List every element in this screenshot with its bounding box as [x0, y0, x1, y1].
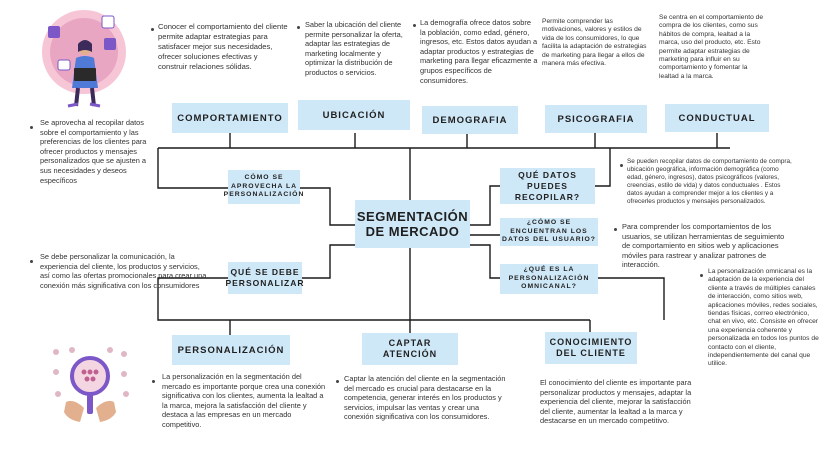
captar-atencion-box: CAPTAR ATENCIÓN: [362, 333, 458, 365]
que-datos-text: Se pueden recopilar datos de comportamie…: [627, 158, 792, 205]
personalizacion-box: PERSONALIZACIÓN: [172, 335, 290, 365]
ubicacion-text: Saber la ubicación del cliente permite p…: [305, 20, 403, 77]
comportamiento-box: COMPORTAMIENTO: [172, 103, 288, 133]
conductual-box: CONDUCTUAL: [665, 104, 769, 132]
ubicacion-box: UBICACIÓN: [298, 100, 410, 130]
como-aprovecha-box: CÓMO SE APROVECHA LA PERSONALIZACIÓN: [224, 170, 303, 204]
como-encuentran-text: Para comprender los comportamientos de l…: [622, 222, 785, 270]
psicografia-text: Permite comprender las motivaciones, val…: [542, 18, 647, 68]
page-title: SEGMENTACIÓN DE MERCADO: [355, 200, 470, 248]
bullet: [700, 274, 703, 277]
bullet: [620, 164, 623, 167]
conocimiento-cliente-box: CONOCIMIENTO DEL CLIENTE: [545, 332, 637, 364]
bullet: [297, 26, 300, 29]
person-laptop-icon: [42, 10, 126, 108]
conocimiento-cliente-text: El conocimiento del cliente es important…: [540, 378, 692, 426]
conductual-text: Se centra en el comportamiento de compra…: [659, 14, 764, 80]
bullet: [413, 24, 416, 27]
como-encuentran-box: ¿CÓMO SE ENCUENTRAN LOS DATOS DEL USUARI…: [500, 218, 598, 246]
people-search-illustration: [44, 342, 136, 432]
business-woman-illustration: [38, 8, 130, 108]
que-datos-box: QUÉ DATOS PUEDES RECOPILAR?: [500, 168, 595, 204]
omnicanal-text: La personalización omnicanal es la adapt…: [708, 268, 819, 368]
bullet: [30, 126, 33, 129]
demografia-box: DEMOGRAFIA: [422, 106, 518, 134]
personalizacion-text: La personalización en la segmentación de…: [162, 372, 326, 429]
magnifier-people-icon: [53, 347, 129, 422]
personalizar-text: Se debe personalizar la comunicación, la…: [40, 252, 207, 290]
bullet: [151, 28, 154, 31]
bullet: [614, 228, 617, 231]
aprovecha-text: Se aprovecha al recopilar datos sobre el…: [40, 118, 147, 185]
comportamiento-text: Conocer el comportamiento del cliente pe…: [158, 22, 288, 71]
omnicanal-box: ¿QUÉ ES LA PERSONALIZACIÓN OMNICANAL?: [500, 264, 598, 294]
psicografia-box: PSICOGRAFIA: [545, 105, 647, 133]
demografia-text: La demografía ofrece datos sobre la pobl…: [420, 18, 538, 85]
bullet: [152, 380, 155, 383]
captar-atencion-text: Captar la atención del cliente en la seg…: [344, 374, 506, 422]
que-personalizar-box: QUÉ SE DEBE PERSONALIZAR: [225, 262, 304, 294]
bullet: [30, 260, 33, 263]
bullet: [336, 380, 339, 383]
